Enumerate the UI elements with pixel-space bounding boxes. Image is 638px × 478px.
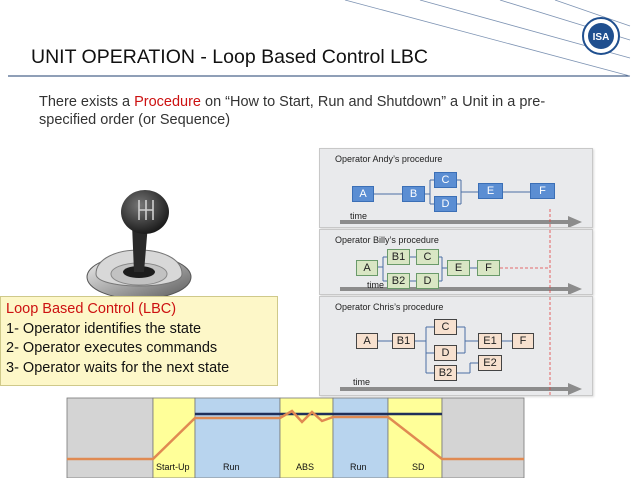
phase-label-sd: SD <box>412 462 425 472</box>
slide-subtitle: There exists a Procedure on “How to Star… <box>39 93 599 129</box>
lbc-callout-box: Loop Based Control (LBC) 1- Operator ide… <box>0 296 278 386</box>
andy-panel-title: Operator Andy’s procedure <box>335 154 443 164</box>
chris-panel-title: Operator Chris’s procedure <box>335 302 444 312</box>
andy-node-f: F <box>530 183 555 199</box>
phase-label-startup: Start-Up <box>156 462 190 472</box>
phase-label-run-1: Run <box>223 462 240 472</box>
chris-node-f: F <box>512 333 534 349</box>
svg-text:ISA: ISA <box>593 32 610 43</box>
phase-label-abs: ABS <box>296 462 315 472</box>
gear-shifter-illustration <box>86 190 192 300</box>
chris-node-a: A <box>356 333 378 349</box>
phase-bg-run-1 <box>194 397 281 478</box>
subtitle-pre: There exists a <box>39 94 135 110</box>
chris-node-e1: E1 <box>478 333 502 349</box>
billy-procedure-panel: Operator Billy’s procedure A B1 B2 C D E… <box>319 229 593 295</box>
phase-bg-final <box>441 397 525 478</box>
andy-node-e: E <box>478 183 503 199</box>
lbc-item-1: 1- Operator identifies the state <box>6 320 202 337</box>
isa-logo: ISA <box>582 17 620 55</box>
billy-node-e: E <box>447 260 470 276</box>
lbc-item-3: 3- Operator waits for the next state <box>6 359 230 376</box>
chris-flow-lines <box>340 297 582 395</box>
billy-node-b2: B2 <box>387 273 410 289</box>
lbc-title: Loop Based Control (LBC) <box>6 301 177 317</box>
billy-panel-title: Operator Billy’s procedure <box>335 235 439 245</box>
andy-node-a: A <box>352 186 374 202</box>
billy-node-f: F <box>477 260 500 276</box>
andy-time-label: time <box>350 211 368 221</box>
chris-node-c: C <box>434 319 457 335</box>
billy-node-c: C <box>416 249 439 265</box>
chris-node-e2: E2 <box>478 355 502 371</box>
phase-bg-initial <box>66 397 154 478</box>
andy-flow-lines <box>340 179 582 227</box>
chris-node-b2: B2 <box>434 365 457 381</box>
chris-node-b1: B1 <box>392 333 415 349</box>
chris-node-d: D <box>434 345 457 361</box>
andy-node-c: C <box>434 172 457 188</box>
billy-time-label: time <box>367 280 385 290</box>
andy-node-b: B <box>402 186 425 202</box>
subtitle-highlight: Procedure <box>134 94 201 110</box>
billy-node-b1: B1 <box>387 249 410 265</box>
chris-time-label: time <box>353 377 371 387</box>
lbc-item-2: 2- Operator executes commands <box>6 340 218 356</box>
billy-node-d: D <box>416 273 439 289</box>
chris-procedure-panel: Operator Chris’s procedure A B1 C D B2 E… <box>319 296 593 396</box>
slide-title: UNIT OPERATION - Loop Based Control LBC <box>31 46 429 68</box>
phase-label-run-2: Run <box>350 462 367 472</box>
subtitle-post: on “How to Start, Run and Shutdown” a Un… <box>39 94 546 128</box>
andy-procedure-panel: Operator Andy’s procedure A B C D E F ti… <box>319 148 593 228</box>
billy-node-a: A <box>356 260 378 276</box>
andy-node-d: D <box>434 196 457 212</box>
phase-bg-run-2 <box>332 397 389 478</box>
billy-flow-lines <box>340 230 582 294</box>
header-lines <box>8 0 631 77</box>
process-trend <box>67 409 524 461</box>
